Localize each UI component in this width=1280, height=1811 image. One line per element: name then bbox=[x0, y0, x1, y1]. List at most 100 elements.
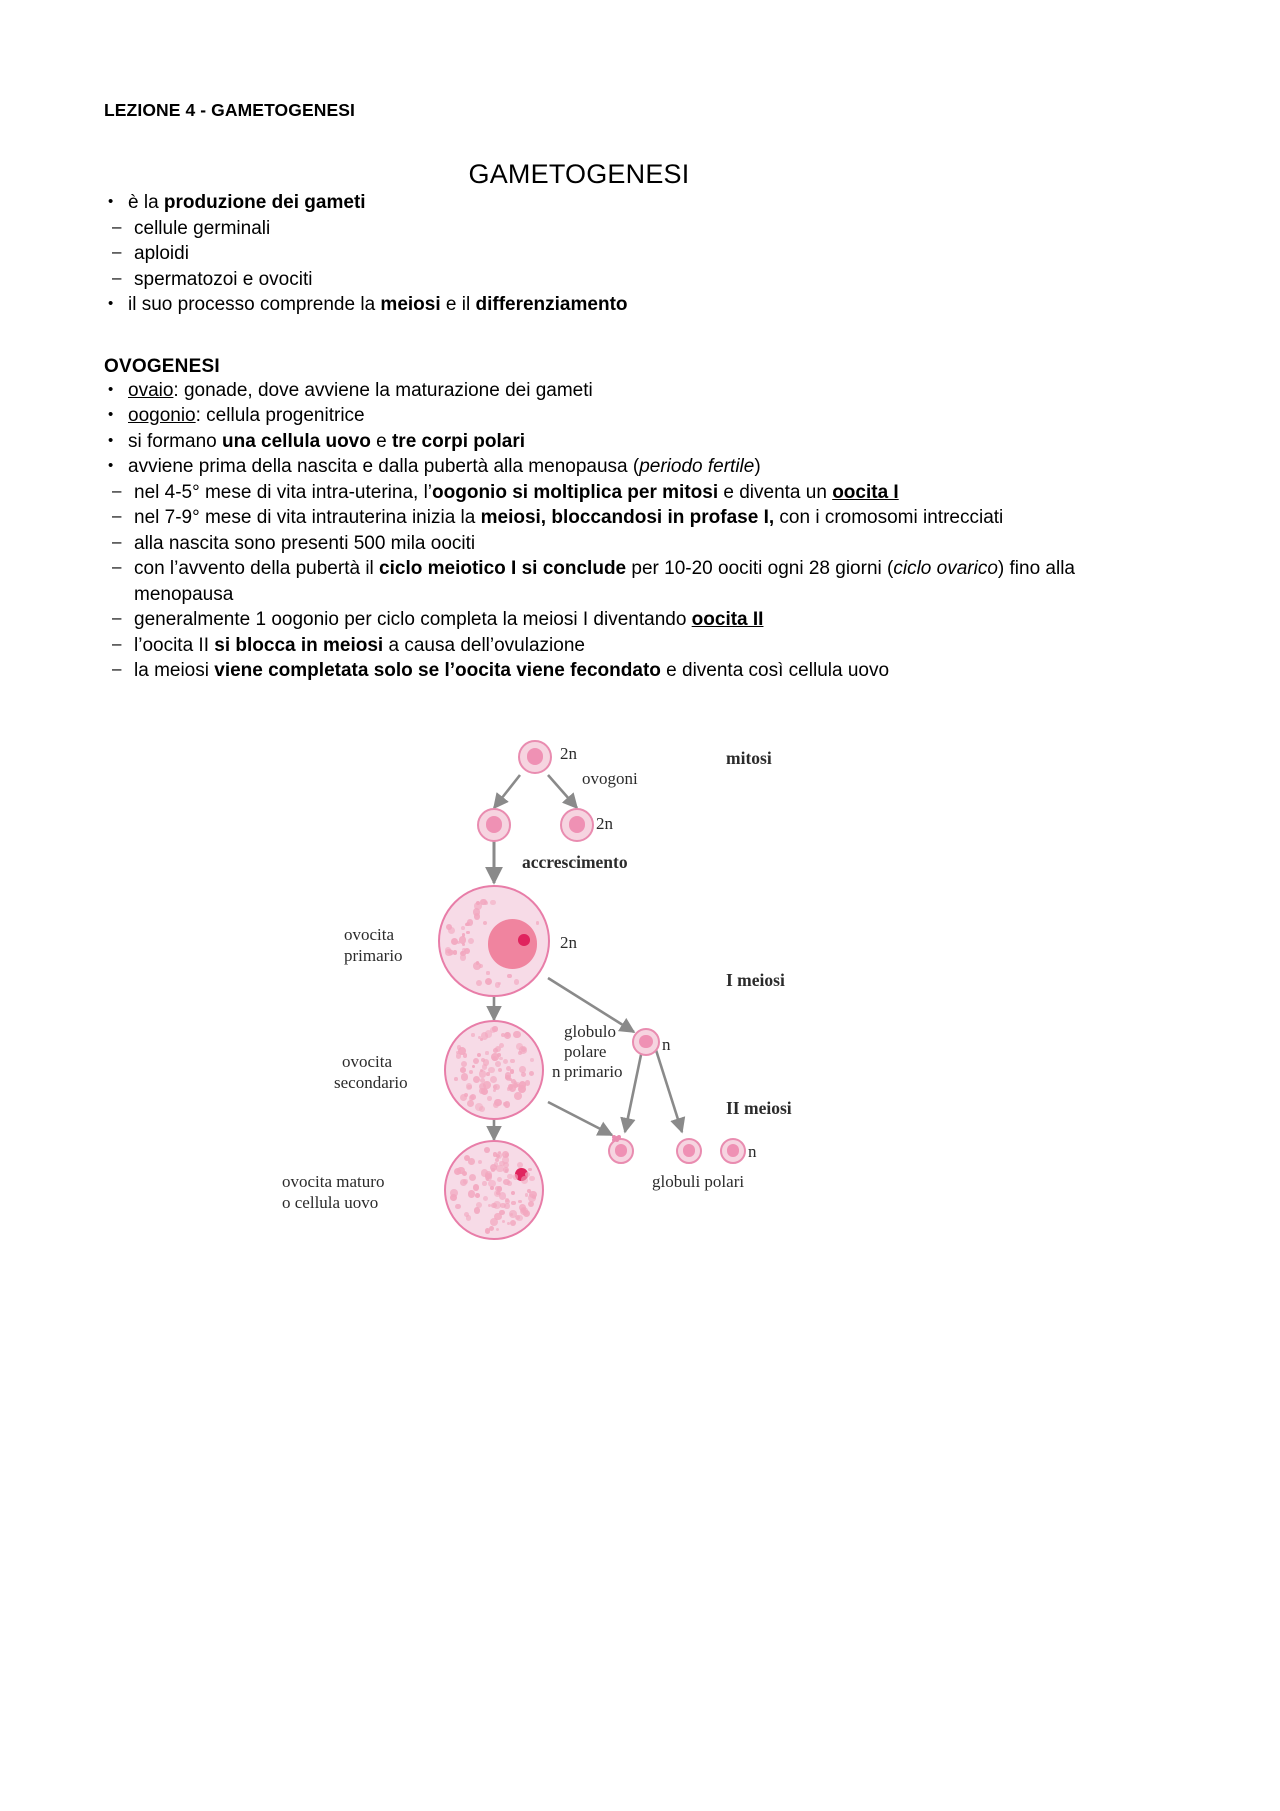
spacer bbox=[612, 1137, 616, 1142]
cytoplasm-granule bbox=[505, 1066, 511, 1072]
figure-canvas: 2n ovogoni mitosi 2n accrescimento ovoci… bbox=[282, 720, 894, 1240]
cytoplasm-granule bbox=[513, 1081, 517, 1085]
cytoplasm-granule bbox=[528, 1070, 534, 1076]
cytoplasm-granule bbox=[468, 1173, 477, 1182]
nucleus-shape bbox=[526, 748, 544, 765]
cytoplasm-granule bbox=[492, 1084, 497, 1089]
list-item: spermatozoi e ovociti bbox=[104, 265, 1164, 293]
cytoplasm-granule bbox=[480, 899, 487, 906]
nested-list-wrapper: cellule germinali aploidi spermatozoi e … bbox=[104, 214, 1164, 293]
cytoplasm-granule bbox=[525, 1172, 531, 1178]
cytoplasm-granule bbox=[478, 1070, 487, 1078]
cytoplasm-granule bbox=[500, 1032, 506, 1038]
cytoplasm-granule bbox=[485, 1228, 491, 1234]
cytoplasm-granule bbox=[460, 1067, 466, 1073]
cytoplasm-granule bbox=[521, 1176, 529, 1184]
list-item: avviene prima della nascita e dalla pube… bbox=[104, 453, 1164, 480]
label-ovocita-maturo-line2: o cellula uovo bbox=[282, 1192, 379, 1212]
cytoplasm-granule bbox=[472, 1065, 476, 1069]
lesson-header: LEZIONE 4 - GAMETOGENESI bbox=[104, 100, 355, 120]
text-run-bold: ciclo meiotico I si conclude bbox=[379, 558, 627, 579]
text-run: a causa dell’ovulazione bbox=[383, 634, 585, 656]
cytoplasm-granule bbox=[479, 963, 484, 968]
cytoplasm-granule bbox=[444, 947, 451, 954]
text-run: nel 4-5° mese di vita intra-uterina, l’ bbox=[134, 481, 433, 503]
cell-globulo-polare-a bbox=[608, 1137, 634, 1164]
cytoplasm-granule bbox=[507, 973, 512, 978]
cytoplasm-granule bbox=[474, 1193, 481, 1199]
cytoplasm-granule bbox=[460, 1093, 468, 1101]
cytoplasm-granule bbox=[529, 1175, 535, 1181]
cytoplasm-granule bbox=[466, 1083, 473, 1090]
cytoplasm-granule bbox=[502, 1058, 508, 1064]
text-run-bold: una cellula uovo bbox=[221, 430, 371, 452]
cytoplasm-granule bbox=[478, 1159, 483, 1164]
cytoplasm-granule bbox=[498, 1192, 506, 1200]
label-ovogoni: ovogoni bbox=[582, 768, 638, 788]
cytoplasm-granule bbox=[495, 1152, 503, 1159]
list-item: alla nascita sono presenti 500 mila ooci… bbox=[104, 529, 1164, 557]
page-title: GAMETOGENESI bbox=[468, 159, 690, 189]
cytoplasm-granule bbox=[485, 1051, 489, 1055]
cytoplasm-granule bbox=[521, 1047, 527, 1053]
cytoplasm-granule bbox=[474, 901, 482, 910]
cytoplasm-granule bbox=[483, 1196, 489, 1202]
cytoplasm-granule bbox=[465, 1215, 472, 1221]
cytoplasm-granule bbox=[504, 1072, 511, 1079]
cytoplasm-granule bbox=[503, 1101, 511, 1108]
cytoplasm-granule bbox=[487, 1203, 492, 1208]
text-run: per 10-20 oociti ogni 28 giorni ( bbox=[626, 558, 894, 579]
cytoplasm-granule bbox=[498, 1043, 504, 1049]
list-item: cellule germinali bbox=[104, 214, 1164, 242]
cytoplasm-granule bbox=[483, 901, 489, 906]
nucleus-shape bbox=[682, 1144, 696, 1157]
text-run: si formano bbox=[128, 430, 222, 452]
cytoplasm-granule bbox=[505, 1198, 509, 1202]
text-run-bold: viene completata solo se l’oocita viene … bbox=[214, 660, 661, 681]
cytoplasm-granule bbox=[485, 978, 493, 986]
text-run: la meiosi bbox=[134, 660, 215, 681]
label-ovocita-secondario-line1: ovocita bbox=[342, 1051, 393, 1071]
cytoplasm-granule bbox=[455, 1052, 462, 1059]
cytoplasm-granule bbox=[510, 1058, 515, 1064]
cytoplasm-granule bbox=[467, 1189, 476, 1198]
text-run-underline: oocita I bbox=[832, 481, 899, 503]
cytoplasm-granule bbox=[493, 1102, 500, 1109]
cytoplasm-granule bbox=[514, 1091, 522, 1100]
term-oocita-ii: oocita II bbox=[692, 609, 764, 630]
label-ovocita-primario-line1: ovocita bbox=[344, 924, 395, 944]
cytoplasm-granule bbox=[516, 1162, 524, 1169]
cytoplasm-granule bbox=[508, 1077, 513, 1082]
nucleus-shape bbox=[639, 1034, 653, 1049]
cytoplasm-granule bbox=[474, 1103, 483, 1111]
cytoplasm-granule bbox=[473, 1058, 480, 1065]
text-run-bold: meiosi, bloccandosi in profase I, bbox=[480, 507, 775, 528]
term-oocita-i: oocita I bbox=[832, 482, 899, 503]
cytoplasm-granule bbox=[461, 926, 466, 931]
cytoplasm-granule bbox=[470, 1093, 476, 1100]
cytoplasm-granule bbox=[491, 1203, 497, 1209]
cell-globulo-polare-c bbox=[720, 1137, 746, 1164]
cytoplasm-granule bbox=[516, 1043, 523, 1050]
list-item: ovaio: gonade, dove avviene la maturazio… bbox=[104, 377, 1164, 404]
cytoplasm-granule bbox=[479, 1068, 483, 1072]
text-run-bold: differenziamento bbox=[475, 294, 628, 315]
cytoplasm-granule bbox=[518, 1199, 523, 1204]
cytoplasm-granule bbox=[484, 1030, 493, 1039]
cytoplasm-granule bbox=[499, 1209, 505, 1216]
cytoplasm-granule bbox=[482, 1181, 487, 1186]
cytoplasm-granule bbox=[528, 1190, 537, 1199]
cytoplasm-granule bbox=[481, 1064, 488, 1070]
cytoplasm-granule bbox=[454, 1203, 461, 1210]
cytoplasm-granule bbox=[457, 1047, 466, 1055]
cytoplasm-granule bbox=[535, 921, 540, 925]
cytoplasm-granule bbox=[474, 1207, 481, 1214]
label-ploidy-globuli: n bbox=[748, 1141, 757, 1161]
cytoplasm-granule bbox=[480, 1087, 489, 1095]
cytoplasm-granule bbox=[461, 933, 466, 937]
cell-ovogonio-top bbox=[518, 739, 552, 774]
text-run: con l’avvento della pubertà il bbox=[134, 558, 380, 579]
cytoplasm-granule bbox=[501, 1219, 506, 1224]
cytoplasm-granule bbox=[462, 943, 466, 947]
cytoplasm-granule bbox=[460, 1061, 467, 1068]
